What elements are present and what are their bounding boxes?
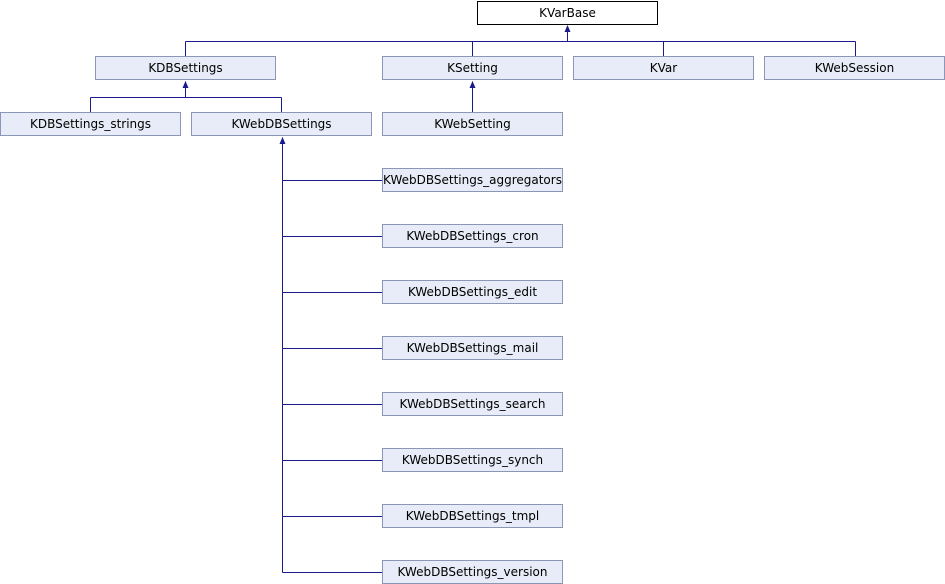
class-node-kwebdbsettings-version[interactable]: KWebDBSettings_version	[382, 560, 563, 584]
class-node-kwebsession[interactable]: KWebSession	[764, 56, 945, 80]
class-node-kdbsettings[interactable]: KDBSettings	[95, 56, 276, 80]
class-node-kdbsettings-strings[interactable]: KDBSettings_strings	[0, 112, 181, 136]
class-node-kwebdbsettings-aggregators[interactable]: KWebDBSettings_aggregators	[382, 168, 563, 192]
inheritance-arrowhead	[564, 25, 571, 32]
class-node-kwebdbsettings-edit[interactable]: KWebDBSettings_edit	[382, 280, 563, 304]
class-node-ksetting[interactable]: KSetting	[382, 56, 563, 80]
class-node-kvarbase: KVarBase	[477, 1, 658, 25]
inheritance-arrowhead	[469, 81, 476, 88]
class-node-kwebdbsettings-search[interactable]: KWebDBSettings_search	[382, 392, 563, 416]
class-node-kwebdbsettings[interactable]: KWebDBSettings	[191, 112, 372, 136]
class-node-kwebdbsettings-synch[interactable]: KWebDBSettings_synch	[382, 448, 563, 472]
inheritance-arrowhead	[279, 137, 286, 144]
class-node-kvar[interactable]: KVar	[573, 56, 754, 80]
class-node-kwebdbsettings-cron[interactable]: KWebDBSettings_cron	[382, 224, 563, 248]
class-node-kwebsetting[interactable]: KWebSetting	[382, 112, 563, 136]
class-node-kwebdbsettings-mail[interactable]: KWebDBSettings_mail	[382, 336, 563, 360]
class-node-kwebdbsettings-tmpl[interactable]: KWebDBSettings_tmpl	[382, 504, 563, 528]
inheritance-arrowhead	[182, 81, 189, 88]
